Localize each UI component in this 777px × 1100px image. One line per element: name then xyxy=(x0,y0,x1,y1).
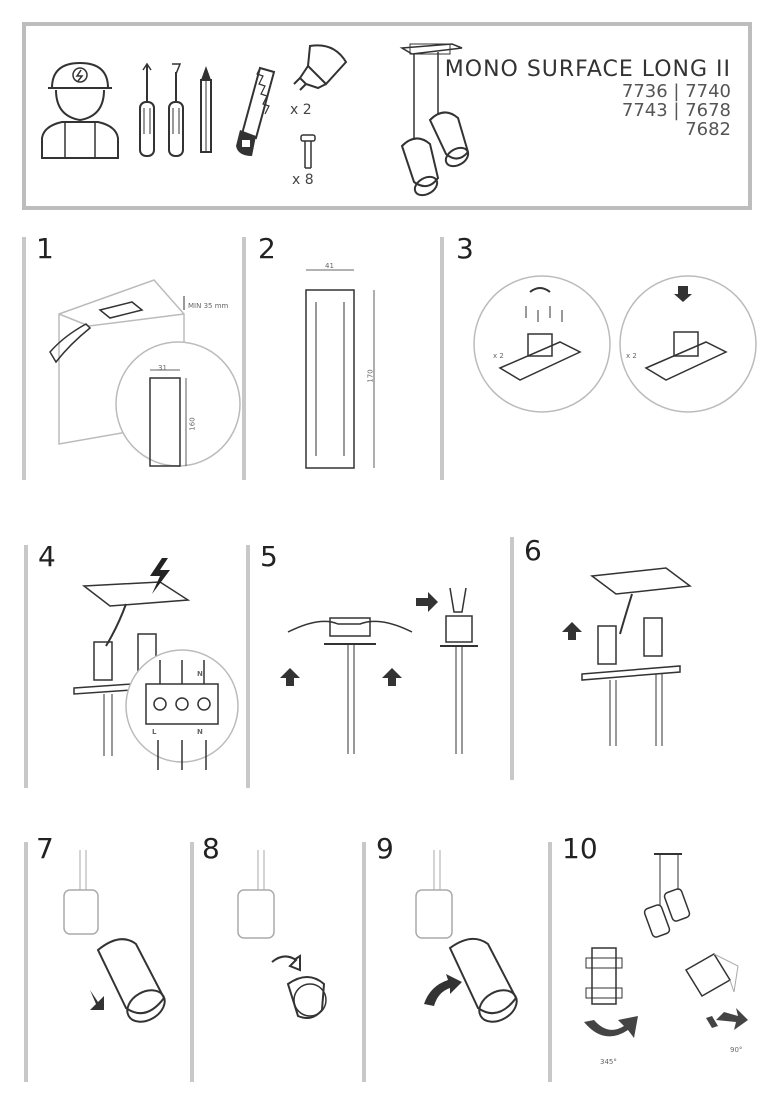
step-number-1: 1 xyxy=(36,232,54,265)
step-7-lamp-head-illustration xyxy=(63,850,166,1023)
step-number-4: 4 xyxy=(38,540,56,573)
product-code-line: 7743 | 7678 xyxy=(621,100,731,121)
step-1-ceiling-cut-illustration xyxy=(49,279,241,467)
electrician-icon xyxy=(41,61,119,159)
step-10-rotation-angle: 345° xyxy=(600,1058,617,1066)
step-4-live-label: L xyxy=(152,728,157,736)
step-divider xyxy=(24,545,28,788)
step-number-10: 10 xyxy=(562,832,598,865)
step-4-wiring-illustration xyxy=(73,558,239,770)
step-divider xyxy=(440,237,444,480)
product-title: MONO SURFACE LONG II xyxy=(444,57,731,82)
step-divider xyxy=(22,237,26,480)
step-divider xyxy=(242,237,246,480)
step-1-height-label: 160 xyxy=(188,417,197,431)
step-divider xyxy=(510,537,514,780)
screwdriver-flat-icon xyxy=(168,63,184,157)
screw-quantity: x 8 xyxy=(292,172,314,188)
screwdriver-phillips-icon xyxy=(139,62,155,157)
screw-icon xyxy=(300,134,316,169)
step-number-7: 7 xyxy=(36,832,54,865)
bulb-quantity: x 2 xyxy=(290,102,312,118)
step-number-5: 5 xyxy=(260,540,278,573)
step-1-width-label: 31 xyxy=(158,364,167,372)
step-2-width-label: 41 xyxy=(325,262,334,270)
step-1-min-depth-label: MIN 35 mm xyxy=(188,302,229,310)
step-6-insert-into-ceiling-illustration xyxy=(562,567,692,746)
step-8-insert-bulb-illustration xyxy=(237,850,327,1019)
step-4-neutral-top-label: N xyxy=(197,670,203,678)
step-2-cutout-template-illustration xyxy=(305,269,375,469)
product-code-line: 7736 | 7740 xyxy=(621,81,731,102)
step-9-attach-lamp-head-illustration xyxy=(415,850,518,1023)
step-10-tilt-angle: 90° xyxy=(730,1046,743,1054)
step-5-spring-clips-illustration xyxy=(280,587,478,754)
step-number-6: 6 xyxy=(524,534,542,567)
saw-icon xyxy=(236,66,276,156)
product-code-line: 7682 xyxy=(685,119,731,140)
step-3-quantity-b: x 2 xyxy=(626,352,637,360)
step-divider xyxy=(548,842,552,1082)
step-divider xyxy=(190,842,194,1082)
step-4-neutral-label: N xyxy=(197,728,203,736)
step-3-quantity-a: x 2 xyxy=(493,352,504,360)
gu10-bulb-icon xyxy=(293,44,348,91)
step-number-8: 8 xyxy=(202,832,220,865)
tools-header-box xyxy=(22,22,752,210)
step-10-adjust-angle-illustration xyxy=(584,853,748,1038)
step-divider xyxy=(246,545,250,788)
step-number-3: 3 xyxy=(456,232,474,265)
step-divider xyxy=(362,842,366,1082)
product-codes: 7736 | 7740 7743 | 7678 7682 xyxy=(622,82,731,139)
step-divider xyxy=(24,842,28,1082)
pencil-icon xyxy=(200,66,212,153)
step-number-9: 9 xyxy=(376,832,394,865)
pendant-spotlight-product-icon xyxy=(399,43,470,197)
step-number-2: 2 xyxy=(258,232,276,265)
step-2-height-label: 170 xyxy=(366,369,375,383)
step-3-bracket-mounting-illustration xyxy=(473,275,757,413)
